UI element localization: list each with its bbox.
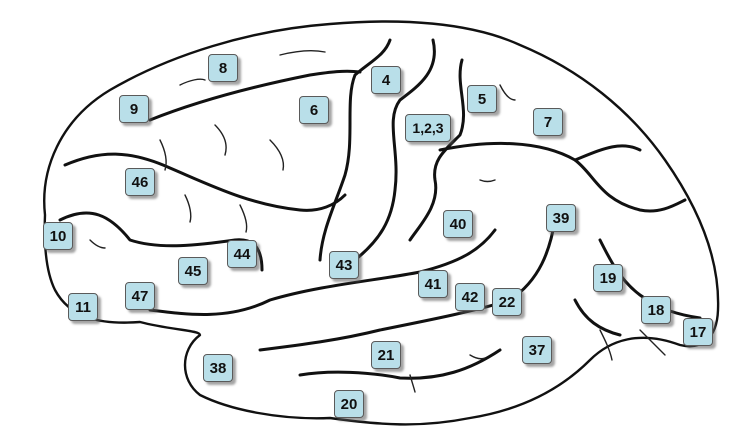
area-label-1-2-3: 1,2,3 bbox=[405, 114, 451, 142]
gyral-mark bbox=[214, 124, 227, 156]
gyral-mark bbox=[184, 194, 192, 223]
area-label-40: 40 bbox=[443, 210, 473, 238]
superior-temporal-sulcus bbox=[258, 218, 557, 352]
inferior-frontal-sulcus bbox=[63, 152, 347, 212]
parietal-branch-sulcus bbox=[573, 144, 642, 162]
precentral-sulcus bbox=[318, 38, 392, 262]
area-label-11: 11 bbox=[68, 293, 98, 321]
area-label-5: 5 bbox=[467, 85, 497, 113]
area-label-22: 22 bbox=[492, 288, 522, 316]
area-label-7: 7 bbox=[533, 108, 563, 136]
gyral-mark bbox=[89, 239, 106, 249]
area-label-42: 42 bbox=[455, 283, 485, 311]
sylvian-fissure bbox=[148, 228, 497, 316]
gyral-mark bbox=[469, 354, 486, 360]
area-label-37: 37 bbox=[522, 336, 552, 364]
area-label-8: 8 bbox=[208, 54, 238, 82]
gyral-mark bbox=[279, 50, 326, 56]
area-label-4: 4 bbox=[371, 66, 401, 94]
area-label-41: 41 bbox=[418, 270, 448, 298]
area-label-19: 19 bbox=[593, 264, 623, 292]
area-label-20: 20 bbox=[334, 390, 364, 418]
gyral-mark bbox=[159, 139, 167, 171]
gyral-mark bbox=[239, 204, 248, 233]
area-label-17: 17 bbox=[683, 318, 713, 346]
superior-frontal-sulcus bbox=[148, 69, 362, 122]
area-label-9: 9 bbox=[119, 95, 149, 123]
area-label-10: 10 bbox=[43, 222, 73, 250]
gyral-mark bbox=[179, 78, 206, 86]
inferior-temporal-sulcus bbox=[298, 348, 502, 380]
area-label-45: 45 bbox=[178, 257, 208, 285]
gyral-mark bbox=[499, 84, 516, 101]
area-label-43: 43 bbox=[329, 251, 359, 279]
area-label-44: 44 bbox=[227, 240, 257, 268]
area-label-46: 46 bbox=[125, 168, 155, 196]
area-label-39: 39 bbox=[546, 204, 576, 232]
area-label-6: 6 bbox=[299, 96, 329, 124]
gyral-mark bbox=[599, 329, 613, 361]
intraparietal-sulcus bbox=[438, 141, 687, 213]
area-label-21: 21 bbox=[371, 341, 401, 369]
postcentral-sulcus bbox=[408, 58, 466, 242]
area-label-38: 38 bbox=[203, 354, 233, 382]
central-sulcus bbox=[353, 38, 436, 262]
gyral-mark bbox=[479, 179, 496, 183]
area-label-18: 18 bbox=[641, 296, 671, 324]
gyral-mark bbox=[409, 374, 416, 393]
gyral-mark bbox=[639, 329, 666, 356]
area-label-47: 47 bbox=[125, 282, 155, 310]
lateral-occipital-sulcus bbox=[573, 298, 622, 337]
gyral-mark bbox=[269, 139, 285, 171]
occipital-sulcus bbox=[598, 238, 702, 320]
